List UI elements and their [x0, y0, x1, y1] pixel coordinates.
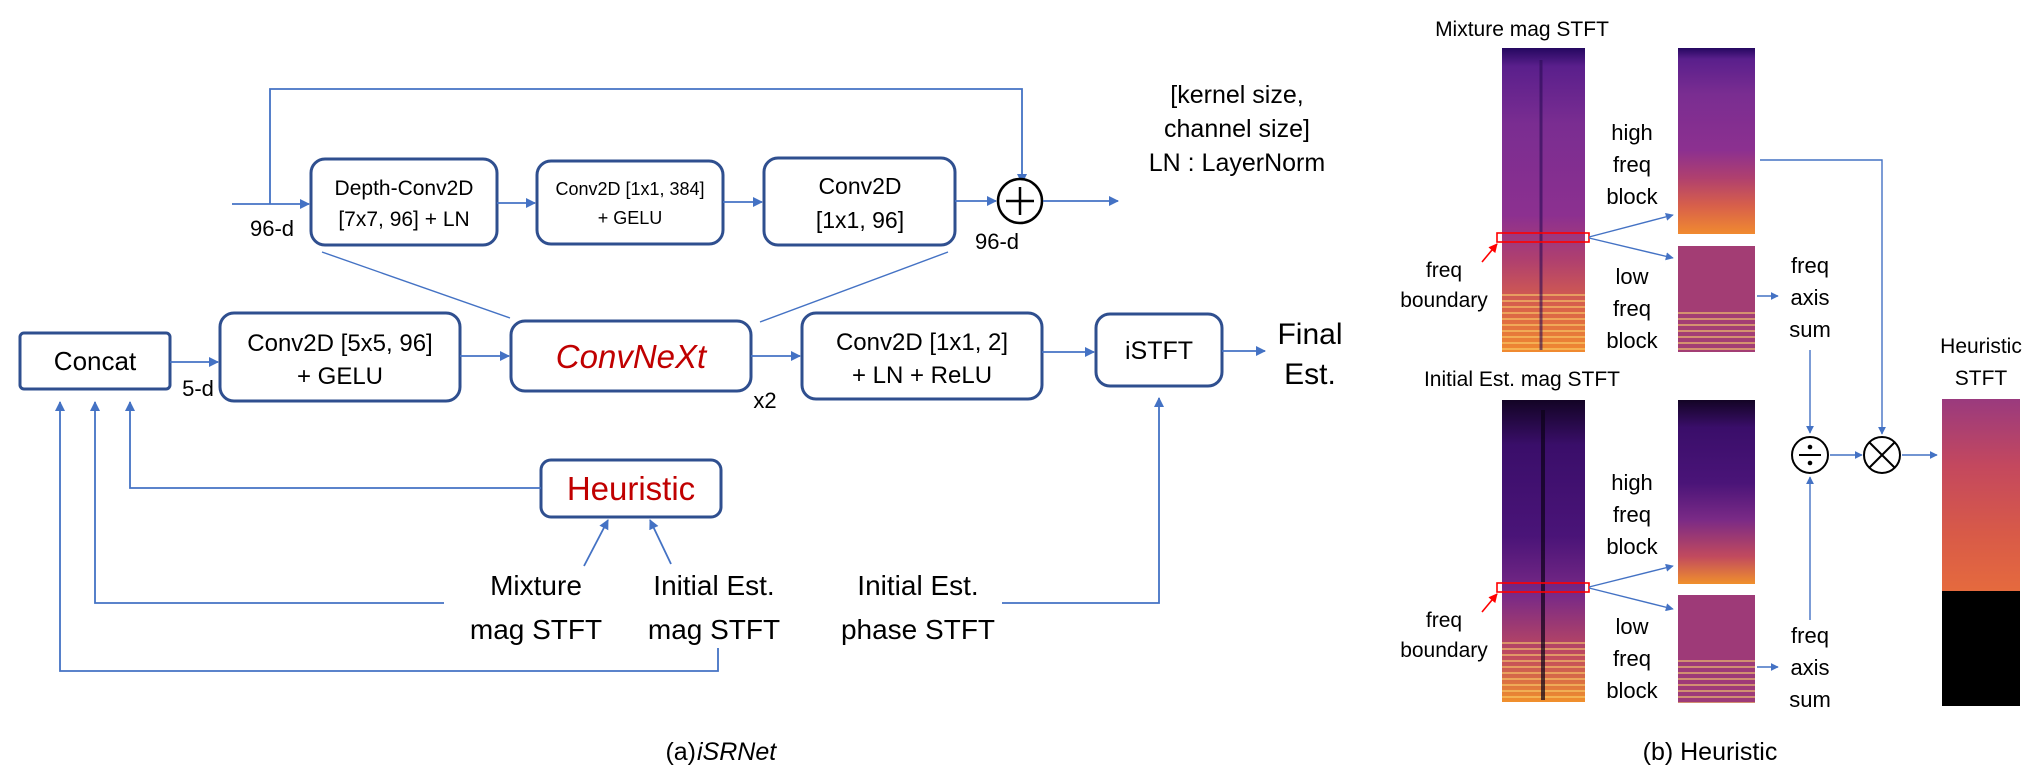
arrow-initial-to-low — [1588, 587, 1674, 612]
initial-mag-label-1: Initial Est. — [653, 570, 774, 601]
legend-line-2: channel size] — [1164, 115, 1310, 143]
mixture-low-label-2: freq — [1613, 296, 1651, 321]
mixture-sum-label-2: axis — [1790, 285, 1829, 310]
arrow-highblock-to-multiply — [1760, 159, 1886, 435]
mixture-mag-label-1: Mixture — [490, 570, 582, 601]
arrow-initialmag-to-concat — [55, 401, 719, 672]
mixture-boundary-pointer — [1481, 243, 1498, 263]
initial-high-label-3: block — [1606, 534, 1658, 559]
conv-384-label-1: Conv2D [1x1, 384] — [555, 179, 704, 199]
mixture-boundary-label-2: boundary — [1400, 289, 1488, 312]
initial-sum-label-3: sum — [1789, 687, 1831, 712]
initial-low-label-3: block — [1606, 678, 1658, 703]
input-dim-label: 96-d — [250, 216, 294, 241]
arrow-mixture-to-concat — [90, 401, 444, 604]
mixture-high-label-1: high — [1611, 120, 1653, 145]
conv-384-label-2: + GELU — [598, 208, 663, 228]
mixture-stft-title: Mixture mag STFT — [1435, 18, 1609, 41]
mixture-sum-label-3: sum — [1789, 317, 1831, 342]
arrow-mixture-to-low — [1588, 237, 1674, 261]
depth-conv-label-2: [7x7, 96] + LN — [338, 208, 469, 231]
concat-dim-label: 5-d — [182, 376, 214, 401]
initial-boundary-pointer — [1481, 593, 1498, 613]
initial-mag-label-2: mag STFT — [648, 614, 780, 645]
final-est-label-2: Est. — [1284, 358, 1336, 391]
istft-label: iSTFT — [1125, 337, 1193, 365]
initial-phase-label-1: Initial Est. — [857, 570, 978, 601]
conv-384-box — [535, 159, 725, 246]
mixture-mag-label-2: mag STFT — [470, 614, 602, 645]
legend-line-3: LN : LayerNorm — [1149, 149, 1325, 177]
istft-box — [1094, 312, 1224, 388]
initial-spectrogram — [1502, 400, 1585, 702]
initial-high-label-2: freq — [1613, 502, 1651, 527]
mixture-high-label-3: block — [1606, 184, 1658, 209]
zoom-line-left — [321, 251, 511, 319]
concat-label: Concat — [54, 346, 137, 376]
output-title-2: STFT — [1955, 367, 2008, 390]
initial-sum-label-2: axis — [1790, 655, 1829, 680]
mixture-boundary-marker — [1496, 232, 1590, 243]
initial-phase-label-2: phase STFT — [841, 614, 995, 645]
conv-5x5-label-1: Conv2D [5x5, 96] — [247, 330, 432, 357]
mixture-spectrogram — [1502, 48, 1585, 352]
initial-sum-label-1: freq — [1791, 623, 1829, 648]
arrow-mixture-to-heuristic — [583, 519, 609, 567]
heuristic-label: Heuristic — [567, 470, 695, 507]
mixture-sum-label-1: freq — [1791, 253, 1829, 278]
divide-icon-dot-top — [1807, 444, 1813, 450]
caption-a-name: iSRNet — [697, 738, 777, 766]
heuristic-panel: Mixture mag STFT Initial Est. mag STFT h… — [1400, 18, 2022, 766]
initial-low-block — [1678, 595, 1755, 703]
caption-b: (b) Heuristic — [1643, 738, 1778, 766]
heuristic-output-spectrogram — [1942, 399, 2020, 706]
depth-conv-box — [309, 157, 499, 247]
mixture-boundary-label-1: freq — [1426, 259, 1462, 282]
isrnet-panel: Depth-Conv2D [7x7, 96] + LN Conv2D [1x1,… — [18, 81, 1343, 766]
arrow-mixture-to-high — [1588, 212, 1674, 238]
conv-96-label-2: [1x1, 96] — [816, 207, 904, 233]
initial-high-label-1: high — [1611, 470, 1653, 495]
mixture-high-label-2: freq — [1613, 152, 1651, 177]
concat-box — [18, 331, 172, 391]
output-title-1: Heuristic — [1940, 335, 2022, 358]
initial-low-label-1: low — [1615, 614, 1648, 639]
repeat-label: x2 — [753, 388, 776, 413]
conv-1x1-2-label-2: + LN + ReLU — [852, 362, 992, 389]
skip-connection-arrow — [269, 88, 1027, 204]
mixture-low-label-3: block — [1606, 328, 1658, 353]
initial-low-label-2: freq — [1613, 646, 1651, 671]
conv-5x5-label-2: + GELU — [297, 363, 383, 390]
conv-96-label-1: Conv2D — [818, 173, 901, 199]
arrow-heuristic-to-concat — [125, 401, 541, 489]
initial-boundary-label-2: boundary — [1400, 639, 1488, 662]
initial-high-block — [1678, 400, 1755, 584]
caption-a-prefix: (a) — [665, 738, 696, 766]
final-est-label-1: Final — [1277, 318, 1342, 351]
depth-conv-label-1: Depth-Conv2D — [335, 177, 474, 200]
conv-5x5-box — [218, 311, 462, 403]
legend-line-1: [kernel size, — [1170, 81, 1303, 109]
divide-icon-dot-bottom — [1807, 460, 1813, 466]
initial-boundary-label-1: freq — [1426, 609, 1462, 632]
mixture-low-label-1: low — [1615, 264, 1648, 289]
mixture-high-block — [1678, 48, 1755, 234]
conv-1x1-2-label-1: Conv2D [1x1, 2] — [836, 329, 1008, 356]
initial-boundary-marker — [1496, 582, 1590, 593]
arrow-initial-to-high — [1588, 563, 1674, 588]
convnext-label: ConvNeXt — [556, 338, 708, 375]
output-dim-label: 96-d — [975, 229, 1019, 254]
conv-1x1-2-box — [800, 311, 1044, 401]
mixture-low-block — [1678, 246, 1755, 352]
arrow-initial-to-heuristic — [649, 519, 672, 565]
initial-stft-title: Initial Est. mag STFT — [1424, 368, 1620, 391]
arrow-phase-to-istft — [1002, 397, 1164, 604]
zoom-line-right — [759, 251, 949, 323]
multiply-icon-line-2 — [1868, 441, 1896, 469]
